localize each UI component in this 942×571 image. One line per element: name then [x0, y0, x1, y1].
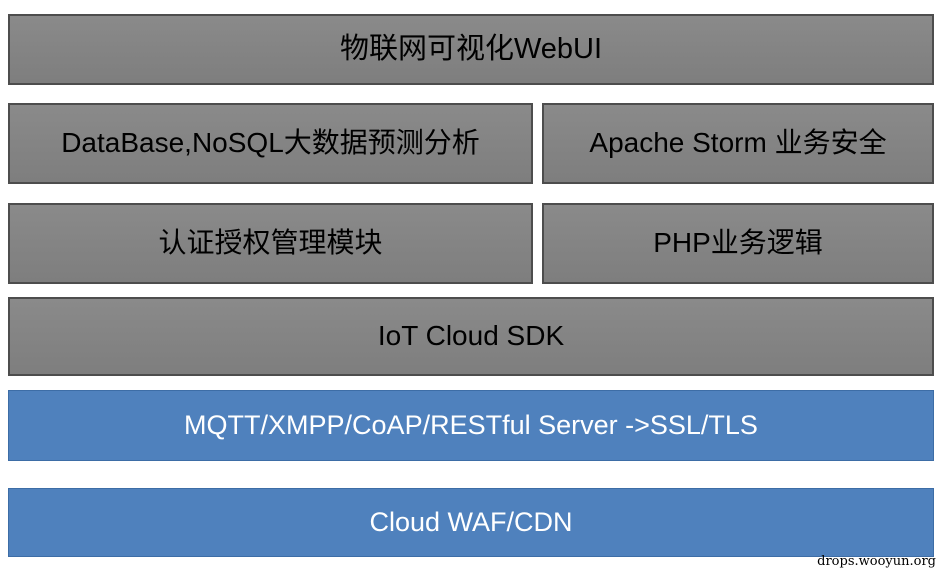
row-protocol-server: MQTT/XMPP/CoAP/RESTful Server ->SSL/TLS [8, 390, 934, 461]
layer-apache-storm-box: Apache Storm 业务安全 [542, 103, 934, 184]
layer-stack: 物联网可视化WebUI DataBase,NoSQL大数据预测分析 Apache… [8, 14, 934, 557]
row-webui: 物联网可视化WebUI [8, 14, 934, 85]
layer-auth-module-box: 认证授权管理模块 [8, 203, 533, 284]
layer-database-nosql-box: DataBase,NoSQL大数据预测分析 [8, 103, 533, 184]
row-analytics-security: DataBase,NoSQL大数据预测分析 Apache Storm 业务安全 [8, 103, 934, 184]
layer-php-logic-box: PHP业务逻辑 [542, 203, 934, 284]
layer-iot-cloud-sdk-box: IoT Cloud SDK [8, 297, 934, 376]
layer-protocol-server-box: MQTT/XMPP/CoAP/RESTful Server ->SSL/TLS [8, 390, 934, 461]
row-waf-cdn: Cloud WAF/CDN [8, 488, 934, 557]
watermark-text: drops.wooyun.org [817, 554, 936, 569]
row-auth-php: 认证授权管理模块 PHP业务逻辑 [8, 203, 934, 284]
layer-cloud-waf-cdn-box: Cloud WAF/CDN [8, 488, 934, 557]
layer-webui-box: 物联网可视化WebUI [8, 14, 934, 85]
row-sdk: IoT Cloud SDK [8, 297, 934, 376]
